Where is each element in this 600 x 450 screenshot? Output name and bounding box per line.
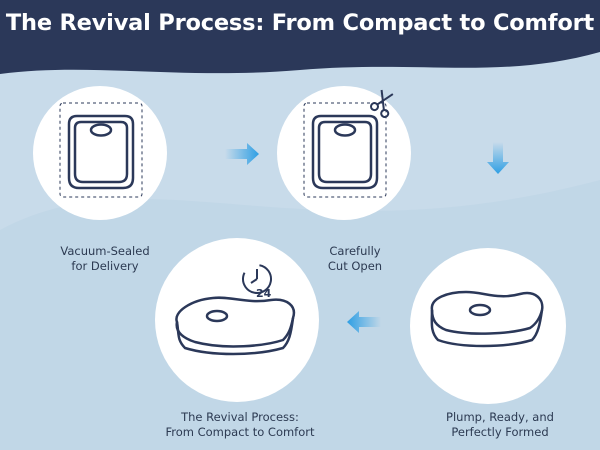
plump-cushion-icon [430,290,544,348]
scissors-icon [369,89,394,118]
arrow-right-icon [225,143,259,165]
header-band: The Revival Process: From Compact to Com… [0,0,600,82]
page-title: The Revival Process: From Compact to Com… [5,10,595,36]
timer-24-icon: 24 [242,264,272,300]
step-4-caption: The Revival Process: From Compact to Com… [165,410,315,439]
arrow-down-icon [487,142,509,174]
header-wave-shape [0,0,600,74]
step-1-circle [33,86,167,220]
step-1-caption: Vacuum-Sealed for Delivery [60,244,150,273]
step-2-caption: Carefully Cut Open [327,244,383,273]
step-2-circle [277,86,411,220]
arrow-left-icon [347,311,381,333]
step-3-caption: Plump, Ready, and Perfectly Formed [446,410,554,439]
timer-label: 24 [256,287,272,300]
step-3-circle [410,248,566,404]
vacuum-sealed-cushion-icon [59,102,143,198]
revived-cushion-icon: 24 [175,264,296,356]
step-4-circle: 24 [155,238,319,402]
cut-open-cushion-icon [303,89,394,198]
